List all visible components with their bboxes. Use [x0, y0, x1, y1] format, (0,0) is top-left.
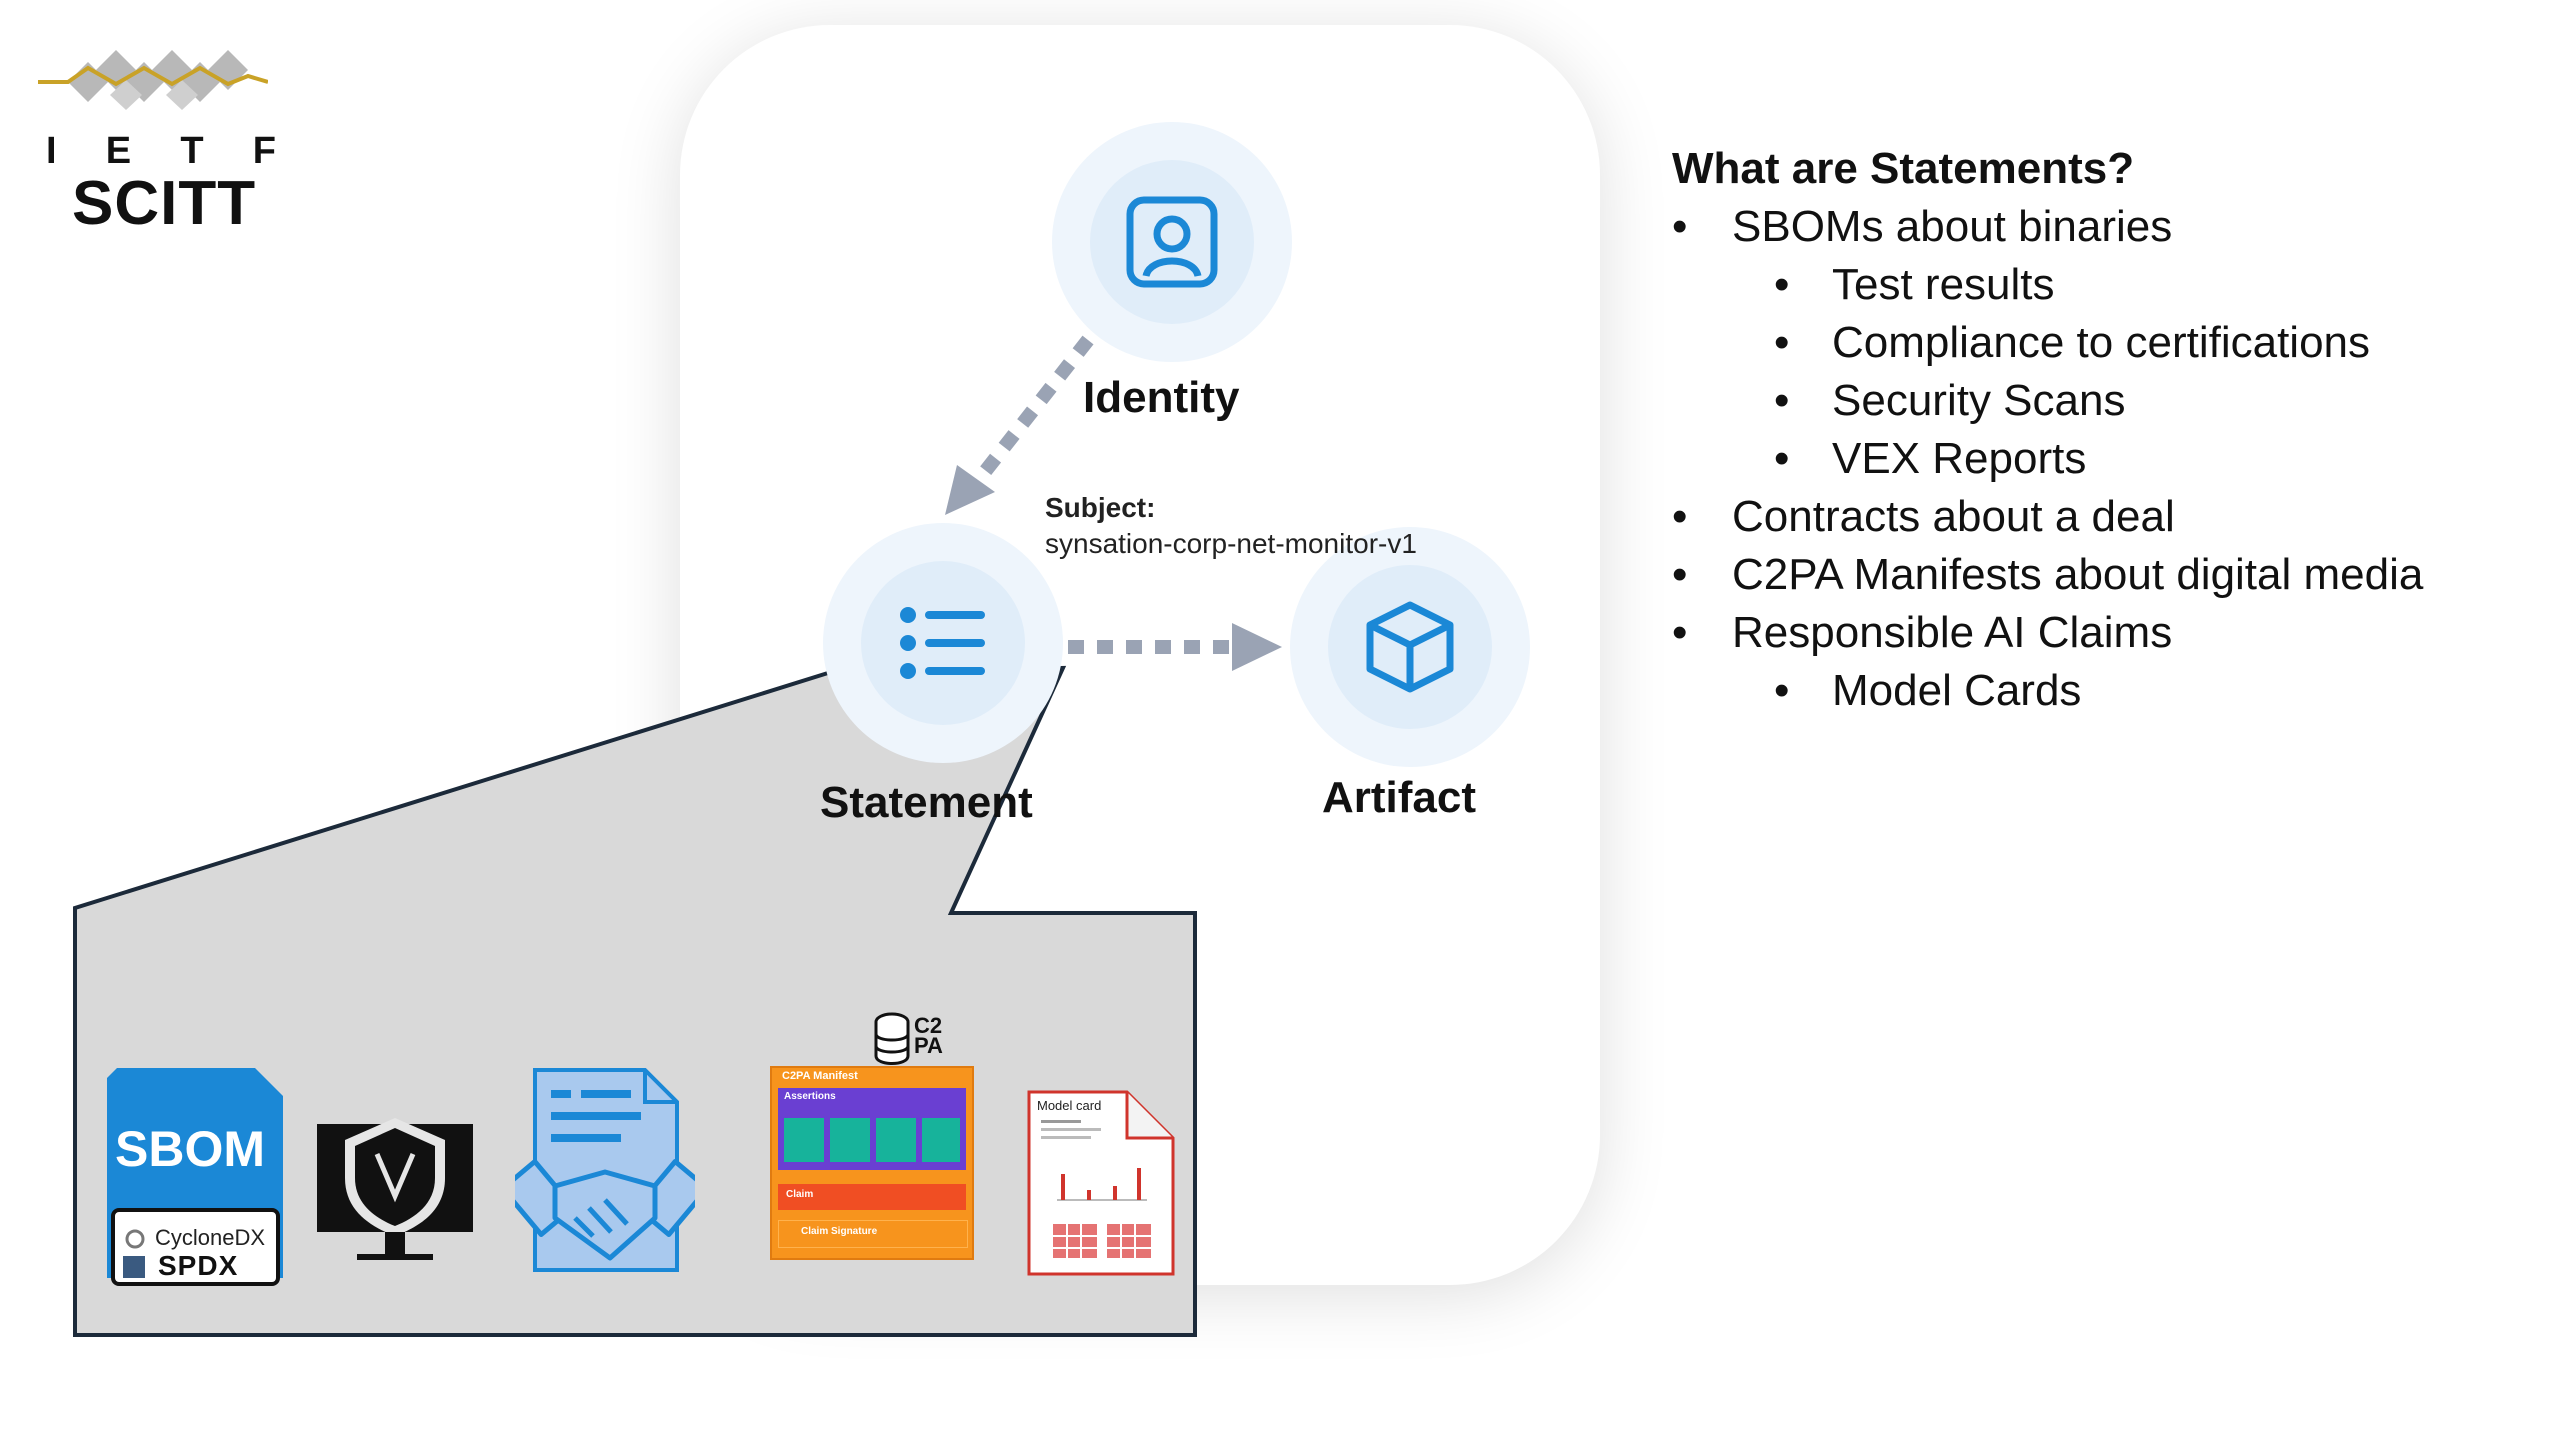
sbom-spdx: SPDX	[158, 1250, 239, 1281]
c2pa-assertion-block	[922, 1118, 960, 1162]
sbom-title: SBOM	[115, 1121, 265, 1177]
list-item: Compliance to certifications	[1672, 314, 2532, 372]
list-item: C2PA Manifests about digital media	[1672, 546, 2532, 604]
logo-letter: T	[180, 130, 204, 172]
sbom-icon	[107, 1068, 283, 1286]
list-item: SBOMs about binaries	[1672, 198, 2532, 256]
c2pa-assertions-box: Assertions	[778, 1088, 966, 1170]
subject-key: Subject:	[1045, 492, 1156, 523]
logo-name: SCITT	[72, 169, 257, 238]
logo-letter: E	[105, 130, 132, 172]
c2pa-signature-box: Claim Signature	[778, 1220, 968, 1248]
logo-letter: I	[46, 130, 57, 172]
list-item: VEX Reports	[1672, 430, 2532, 488]
identity-to-statement-arrowhead	[945, 465, 995, 515]
identity-label: Identity	[1083, 373, 1240, 422]
list-item: Contracts about a deal	[1672, 488, 2532, 546]
c2pa-manifest-card: C2PA Manifest Assertions Claim Claim Sig…	[770, 1066, 974, 1260]
statements-panel: What are Statements? SBOMs about binarie…	[1672, 140, 2532, 720]
c2pa-logo: C2 PA	[872, 1010, 962, 1070]
model-card-title: Model card	[1037, 1098, 1102, 1113]
list-item: Responsible AI Claims	[1672, 604, 2532, 662]
list-item: Test results	[1672, 256, 2532, 314]
c2pa-assertion-block	[876, 1118, 916, 1162]
contract-handshake-icon	[515, 1068, 695, 1272]
ietf-letters: I E T F	[46, 130, 276, 173]
logo-letter: F	[252, 130, 276, 172]
user-badge-icon	[1126, 196, 1218, 288]
c2pa-assertion-block	[784, 1118, 824, 1162]
identity-node-inner	[1090, 160, 1254, 324]
c2pa-logo-text: C2 PA	[914, 1013, 943, 1058]
identity-to-statement-arrow	[974, 335, 1094, 483]
artifact-node	[1290, 527, 1530, 767]
artifact-label: Artifact	[1322, 773, 1477, 822]
subject-annotation: Subject: synsation-corp-net-monitor-v1	[1045, 490, 1417, 562]
subject-value: synsation-corp-net-monitor-v1	[1045, 528, 1417, 559]
statements-list: SBOMs about binaries Test results Compli…	[1672, 198, 2532, 720]
statement-node	[823, 523, 1063, 763]
ietf-diamond-icon	[38, 50, 268, 110]
statement-to-artifact-arrowhead	[1232, 623, 1282, 671]
statement-label: Statement	[820, 778, 1033, 827]
ietf-scitt-logo: I E T F SCITT	[38, 40, 278, 238]
c2pa-assertions-label: Assertions	[784, 1091, 836, 1102]
identity-node	[1052, 122, 1292, 362]
list-icon	[900, 607, 985, 679]
c2pa-claim-label: Claim	[786, 1189, 814, 1200]
cube-icon	[1366, 601, 1454, 693]
statements-heading: What are Statements?	[1672, 144, 2135, 193]
list-item: Security Scans	[1672, 372, 2532, 430]
c2pa-logo-icon	[874, 1012, 910, 1065]
c2pa-assertion-block	[830, 1118, 870, 1162]
c2pa-claim-box: Claim	[778, 1184, 966, 1210]
security-monitor-icon	[317, 1118, 473, 1260]
list-item: Model Cards	[1672, 662, 2532, 720]
sbom-cyclonedx: CycloneDX	[155, 1225, 266, 1250]
c2pa-manifest-title: C2PA Manifest	[782, 1070, 858, 1082]
model-card-icon	[1027, 1090, 1175, 1276]
c2pa-signature-label: Claim Signature	[801, 1226, 878, 1237]
